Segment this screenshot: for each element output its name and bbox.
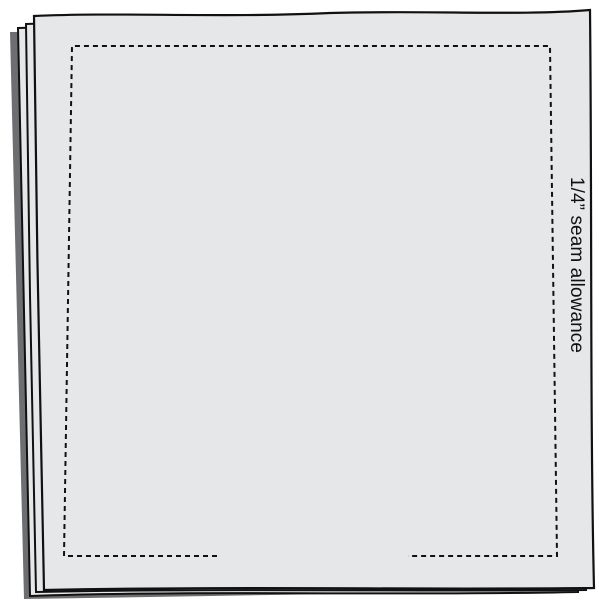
seam-allowance-label: 1/4” seam allowance [565,177,587,353]
fabric-layer-top [34,10,594,590]
